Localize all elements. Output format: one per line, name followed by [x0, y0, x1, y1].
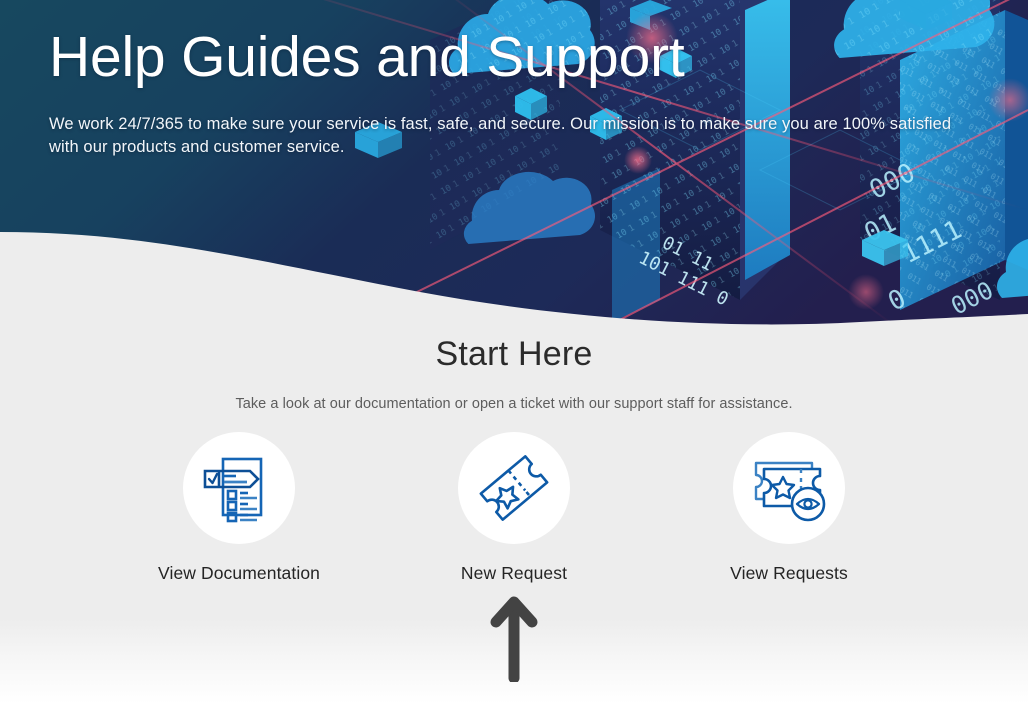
tile-label[interactable]: View Documentation [158, 563, 320, 583]
tile-icon-circle[interactable] [733, 432, 845, 544]
quick-action-tiles: View Documentation New [0, 432, 1028, 584]
tickets-eye-icon [754, 461, 826, 522]
hero-wave-divider [0, 232, 1028, 330]
tile-new-request[interactable]: New Request [377, 432, 652, 584]
checklist-document-icon [203, 457, 263, 523]
tile-icon-circle[interactable] [183, 432, 295, 544]
start-here-heading: Start Here [435, 335, 593, 373]
tile-icon-circle[interactable] [458, 432, 570, 544]
annotation-up-arrow-icon [490, 596, 538, 682]
start-here-subheading: Take a look at our documentation or open… [235, 396, 793, 412]
tile-view-requests[interactable]: View Requests [652, 432, 927, 584]
tile-view-documentation[interactable]: View Documentation [102, 432, 377, 584]
hero-banner: 10 1 011 [0, 0, 1028, 330]
hero-text-block: Help Guides and Support We work 24/7/365… [0, 0, 1028, 230]
hero-subtitle: We work 24/7/365 to make sure your servi… [49, 115, 952, 156]
ticket-star-icon [479, 455, 549, 521]
hero-background-illustration: 10 1 011 [0, 0, 1028, 330]
tile-label[interactable]: View Requests [730, 563, 848, 583]
tile-label[interactable]: New Request [460, 563, 568, 583]
page-title: Help Guides and Support [49, 25, 685, 89]
